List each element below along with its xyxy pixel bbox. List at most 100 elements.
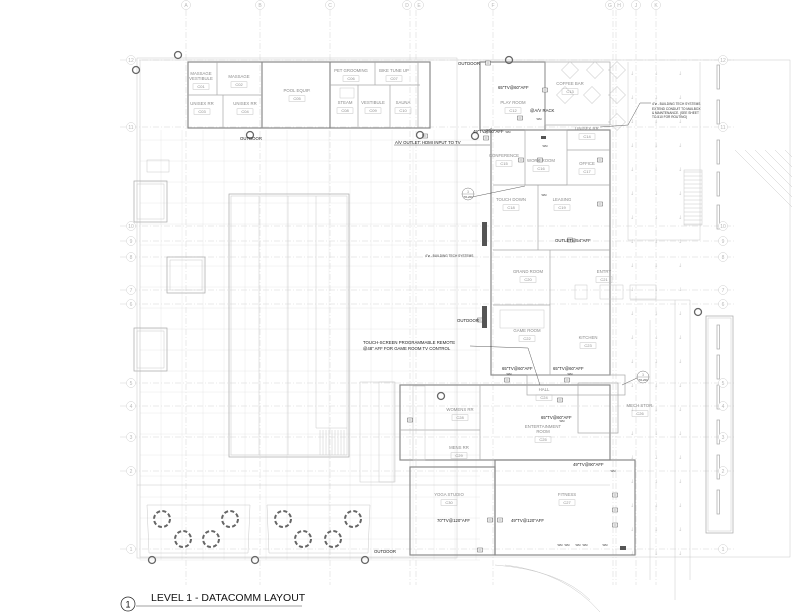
room-number: C09 [369, 108, 377, 113]
planting-symbol-icon: ↓ [630, 191, 634, 197]
conduit-chase [482, 222, 487, 246]
grid-bubble [325, 0, 335, 10]
wall-mount-label: WM [568, 372, 574, 376]
planting-symbol-icon: ↓ [678, 119, 682, 125]
grid-bubble [414, 0, 424, 10]
grid-bubble [718, 55, 728, 65]
tech-note-line: TO-510 FOR ROUTING) [652, 115, 687, 119]
planting-symbol-icon: ↓ [654, 143, 658, 149]
pool-cabanas [133, 159, 206, 372]
planting-symbol-icon: ↓ [654, 71, 658, 77]
device-annotation: 49"TV@120"AFF [511, 518, 544, 523]
planting-symbol-icon: ↓ [678, 239, 682, 245]
grid-bubble [126, 221, 136, 231]
grid-row-label: 5 [130, 381, 133, 387]
room-number: C30 [445, 500, 453, 505]
device-annotation: 65"TV@60"AFF [541, 415, 572, 420]
grid-row-label: 8 [722, 255, 725, 261]
column-icon [360, 555, 370, 565]
room-number: C18 [507, 205, 515, 210]
section-marker: 1 TO-200 [636, 370, 650, 384]
room-number: C24 [540, 395, 548, 400]
room-name: PLAY ROOM [500, 100, 526, 105]
device-annotation: @A/V RACK [530, 108, 555, 113]
planting-symbol-icon: ↓ [654, 455, 658, 461]
grid-row-label: 1 [722, 547, 725, 553]
room-number: C22 [523, 336, 531, 341]
device-annotation: 49"TV@90"AFF [573, 462, 604, 467]
room-tag: TOUCH DOWN C18 [496, 197, 526, 211]
device-annotation: 65"TV@60"AFF [498, 85, 529, 90]
planting-symbol-icon: ↓ [678, 143, 682, 149]
room-name: VESTIBULE [361, 100, 385, 105]
grid-bubble [181, 0, 191, 10]
device-annotation: @48" AFF FOR GAME ROOM TV CONTROL [363, 346, 451, 351]
planting-symbol-icon: ↓ [654, 239, 658, 245]
planting-symbol-icon: ↓ [630, 407, 634, 413]
room-name: UNISEX RR [575, 126, 598, 131]
wall-mount-label: WM [560, 419, 566, 423]
planting-symbol-icon: ↓ [678, 359, 682, 365]
lounge-seating-icon [274, 510, 292, 528]
planting-symbol-icon: ↓ [678, 167, 682, 173]
room-name: ENTERTAINMENT [525, 424, 562, 429]
room-number: C03 [198, 109, 206, 114]
planting-symbol-icon: ↓ [678, 479, 682, 485]
grid-row-label: 6 [130, 302, 133, 308]
planting-symbol-icon: ↓ [654, 311, 658, 317]
planting-symbol-icon: ↓ [678, 71, 682, 77]
lounge-seating-icon [174, 530, 192, 548]
planting-symbol-icon: ↓ [630, 167, 634, 173]
section-sheet: TO-200 [463, 195, 473, 199]
cafe-table-icon [583, 86, 601, 104]
planting-symbol-icon: ↓ [654, 551, 658, 557]
conduit-chase [620, 546, 626, 550]
section-marker: 1 TO-200 [461, 187, 475, 201]
column-icon [470, 131, 480, 141]
room-name: WOMENS RR [446, 407, 473, 412]
grid-row-label: 10 [720, 224, 726, 230]
grid-bubble [488, 0, 498, 10]
room-name: TOUCH DOWN [496, 197, 526, 202]
column-icon [693, 307, 703, 317]
planting-symbol-icon: ↓ [678, 383, 682, 389]
grid-bubble [126, 466, 136, 476]
grid-bubble [718, 236, 728, 246]
column-icon [131, 65, 141, 75]
grid-bubble [651, 0, 661, 10]
wall-mount-label: WM [506, 130, 512, 134]
room-name-line2: ROOM [536, 429, 550, 434]
drawing-title-block: 1 LEVEL 1 - DATACOMM LAYOUT [120, 592, 306, 612]
section-sheet: TO-200 [638, 378, 648, 382]
grid-column-label: C [328, 3, 332, 9]
grid-bubble [126, 252, 136, 262]
planting-symbol-icon: ↓ [630, 119, 634, 125]
planting-symbol-icon: ↓ [630, 215, 634, 221]
planting-symbol-icon: ↓ [678, 335, 682, 341]
leader-lines [394, 102, 651, 386]
wall-mount-label: WM [537, 117, 543, 121]
column-icon [250, 555, 260, 565]
device-annotation: A/V OUTLET: HDMI INPUT TO TV [395, 140, 461, 145]
outdoor-outlet-label: OUTDOOR [240, 136, 262, 141]
room-name-line2: VESTIBULE [189, 76, 213, 81]
planting-symbol-icon: ↓ [678, 431, 682, 437]
room-name: FITNESS [558, 492, 576, 497]
grid-row-label: 4 [130, 404, 133, 410]
room-number: C16 [537, 166, 545, 171]
grid-row-label: 12 [128, 58, 134, 64]
lounge-seating-icon [153, 510, 171, 528]
grid-column-label: K [654, 3, 658, 9]
planting-symbol-icon: ↓ [654, 407, 658, 413]
